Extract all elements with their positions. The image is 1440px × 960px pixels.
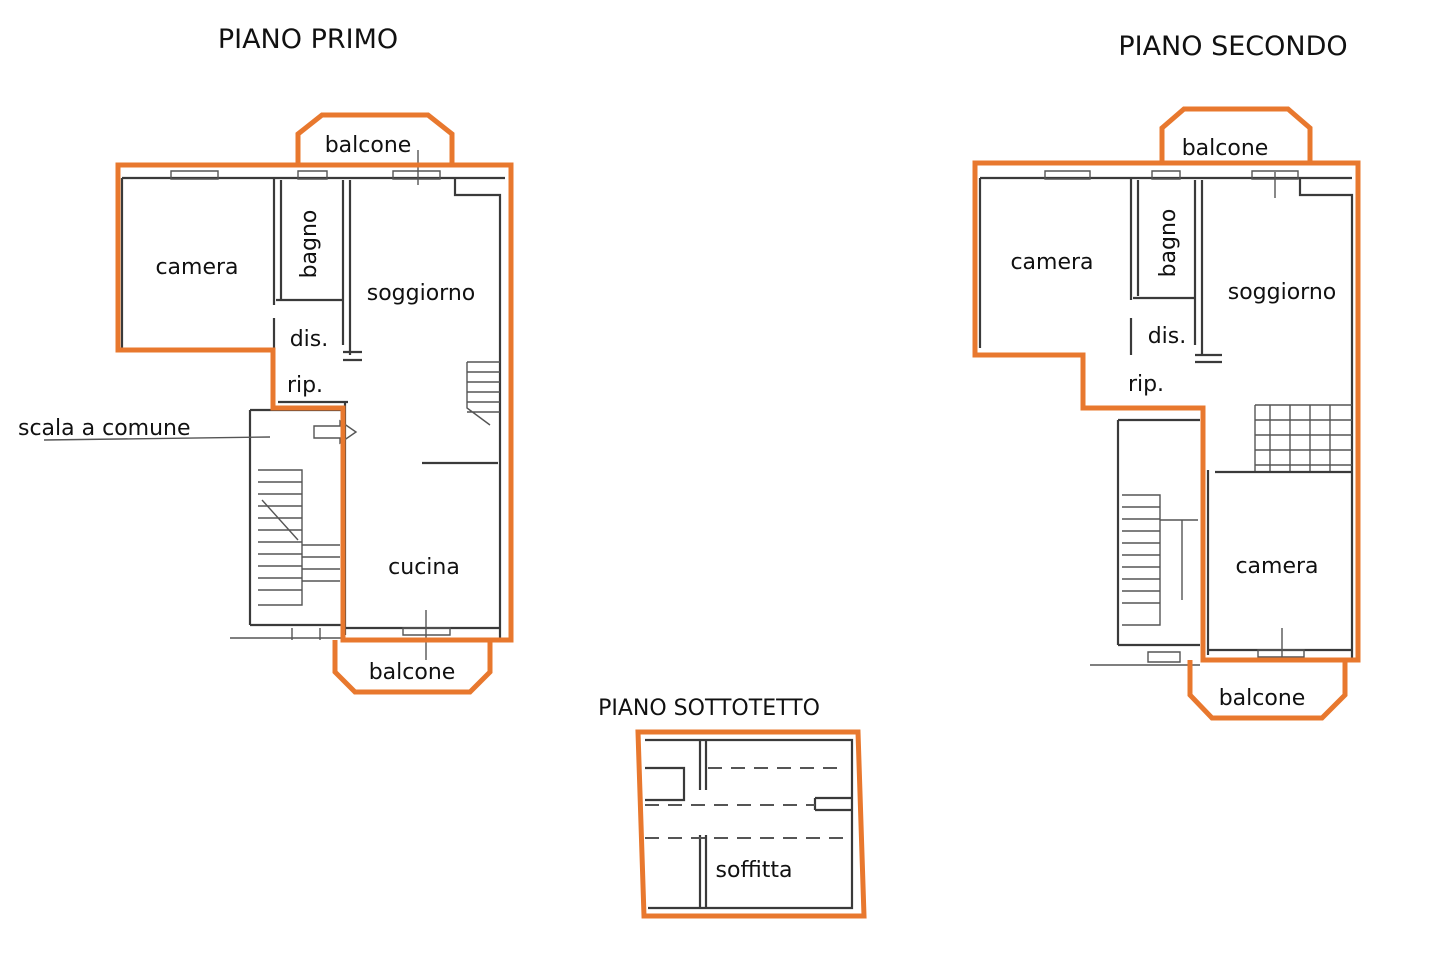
common-stair-annotation: scala a comune bbox=[18, 416, 191, 441]
room-soggiorno: soggiorno bbox=[367, 281, 476, 306]
balcony-bottom-secondo: balcone bbox=[1219, 686, 1306, 711]
floor-sottotetto-outline bbox=[635, 729, 867, 919]
common-staircase-secondo bbox=[1090, 418, 1200, 666]
room-disimpegno-secondo: dis. bbox=[1148, 324, 1187, 349]
floor-sottotetto: PIANO SOTTOTETTO soffitta bbox=[598, 696, 867, 919]
room-disimpegno: dis. bbox=[290, 327, 329, 352]
balcony-top: balcone bbox=[325, 133, 412, 158]
floor-secondo-walls bbox=[978, 170, 1354, 666]
room-bagno-secondo: bagno bbox=[1156, 209, 1181, 278]
room-ripostiglio: rip. bbox=[287, 373, 323, 398]
entrance-arrow-icon bbox=[313, 419, 358, 445]
floor-secondo-title: PIANO SECONDO bbox=[1118, 31, 1347, 62]
room-ripostiglio-secondo: rip. bbox=[1128, 372, 1164, 397]
room-soggiorno-secondo: soggiorno bbox=[1228, 280, 1337, 305]
room-camera-top: camera bbox=[1010, 250, 1093, 275]
floor-primo-title: PIANO PRIMO bbox=[218, 24, 398, 55]
floor-primo-outline bbox=[115, 112, 514, 695]
floor-primo: PIANO PRIMO bbox=[18, 24, 514, 695]
floor-secondo-outline bbox=[972, 106, 1361, 721]
floor-secondo: PIANO SECONDO bbox=[972, 31, 1361, 721]
balcony-bottom: balcone bbox=[369, 660, 456, 685]
room-soffitta: soffitta bbox=[716, 858, 793, 883]
floor-sottotetto-title: PIANO SOTTOTETTO bbox=[598, 696, 820, 721]
room-cucina: cucina bbox=[388, 555, 460, 580]
room-camera: camera bbox=[155, 255, 238, 280]
room-camera-bottom: camera bbox=[1235, 554, 1318, 579]
floor-sottotetto-walls bbox=[645, 738, 854, 910]
common-staircase bbox=[230, 408, 345, 640]
balcony-top-secondo: balcone bbox=[1182, 136, 1269, 161]
floor-primo-walls bbox=[43, 150, 505, 660]
room-bagno: bagno bbox=[297, 210, 322, 279]
